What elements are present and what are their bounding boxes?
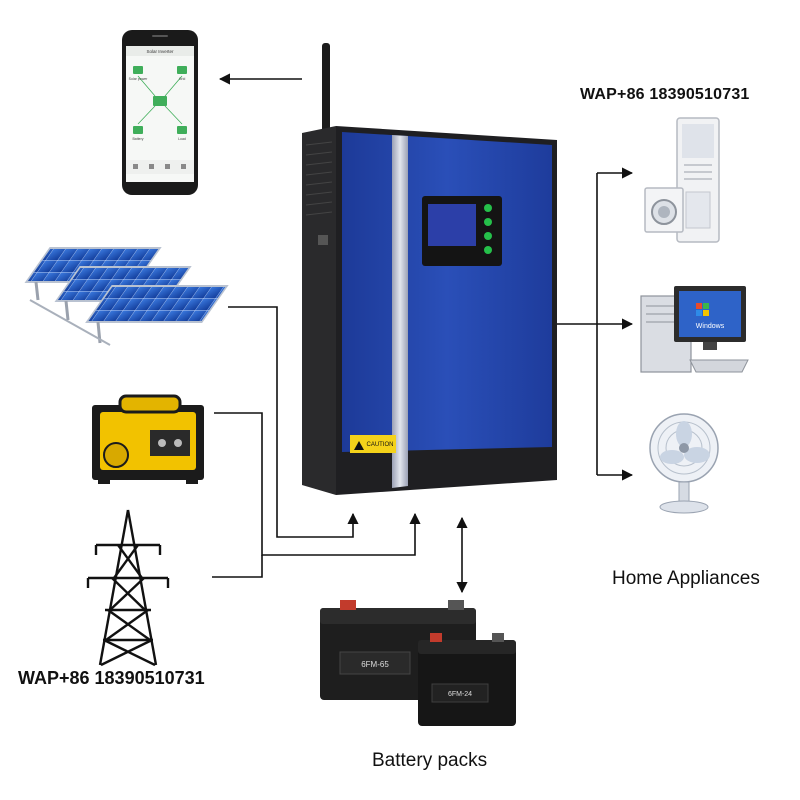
- home-appliances-label: Home Appliances: [612, 568, 760, 589]
- phone-node-load: Load: [178, 137, 186, 141]
- wap-contact-top: WAP+86 18390510731: [580, 86, 750, 103]
- air-conditioner-icon: [676, 117, 720, 243]
- grid-to-inverter-line: [212, 555, 263, 578]
- desktop-computer-icon: Windows: [640, 286, 749, 373]
- fan-icon: [649, 413, 719, 514]
- phone-node-battery: Battery: [132, 137, 143, 141]
- wap-contact-bottom: WAP+86 18390510731: [18, 668, 205, 688]
- connection-lines: [212, 73, 634, 594]
- generator-icon: [92, 394, 204, 484]
- phone-app-title: Solar Inverter: [146, 49, 174, 54]
- lcd-screen: [428, 204, 476, 246]
- inverter-unit: CAUTION: [302, 43, 557, 495]
- phone-node-solar: Solar power: [129, 77, 149, 81]
- phone-app-icon: Solar Inverter Solar power Grid Battery …: [122, 30, 198, 195]
- battery-packs-label: Battery packs: [372, 750, 488, 771]
- solar-panels-icon: [24, 247, 229, 346]
- battery-large-model: 6FM-65: [361, 660, 389, 669]
- washing-machine-icon: [644, 187, 684, 233]
- battery-icon: 6FM-65 6FM-24: [320, 600, 516, 726]
- caution-text: CAUTION: [367, 442, 394, 448]
- power-tower-icon: [86, 509, 170, 667]
- monitor-text: Windows: [696, 323, 725, 330]
- solar-to-inverter-line: [228, 306, 359, 538]
- antenna-icon: [322, 43, 330, 135]
- phone-node-grid: Grid: [179, 77, 186, 81]
- battery-small-model: 6FM-24: [448, 691, 472, 698]
